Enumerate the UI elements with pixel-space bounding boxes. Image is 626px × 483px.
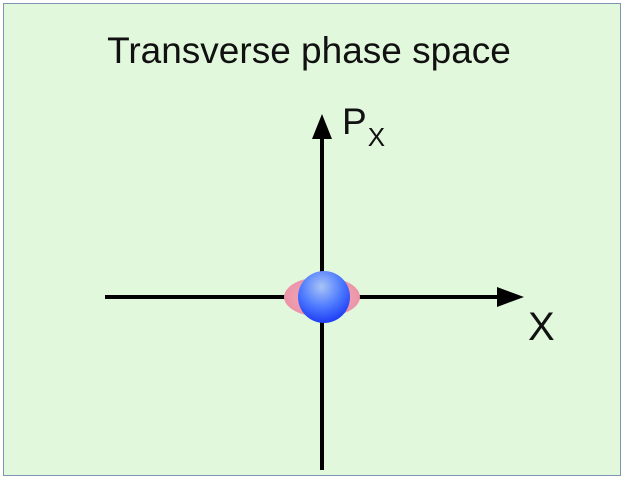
y-axis-label-subscript: X <box>367 122 386 152</box>
y-axis-label: PX <box>342 101 385 150</box>
diagram-panel <box>3 3 621 476</box>
y-axis-arrowhead <box>312 114 332 139</box>
diagram-title: Transverse phase space <box>107 30 511 71</box>
x-axis-arrowhead <box>497 287 524 307</box>
y-axis-label-main: P <box>342 101 367 142</box>
x-axis-label: X <box>528 305 555 349</box>
beam-core <box>298 271 350 323</box>
